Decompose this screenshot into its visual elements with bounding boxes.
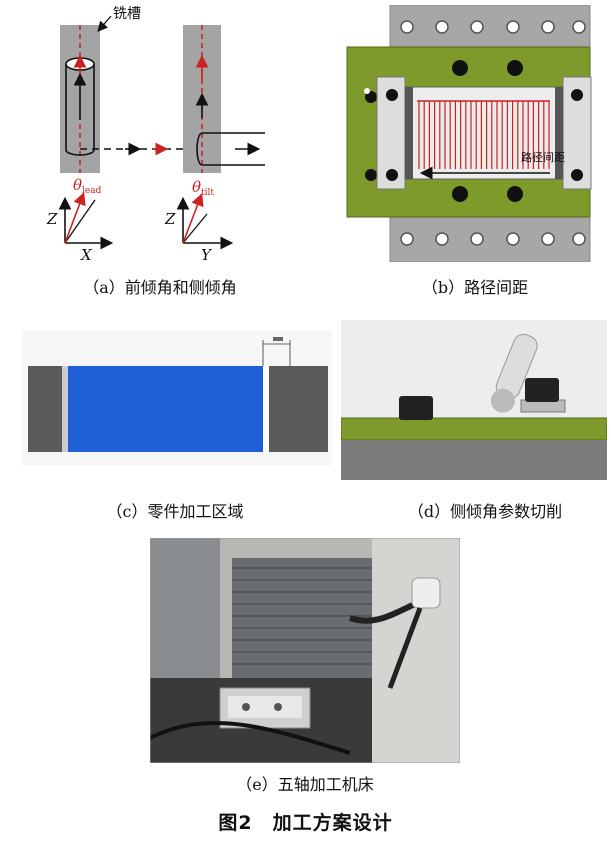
- theta-lead-symbol: θlead: [73, 176, 102, 196]
- axis-z-label-2: Z: [164, 210, 176, 228]
- axis-x-label: X: [80, 246, 93, 262]
- clamp-block-left: [399, 396, 433, 420]
- panel-e-machine-photo: [150, 538, 460, 763]
- panel-d-tilt-cutting: [341, 320, 607, 480]
- vertical-tool-cylinder: [65, 54, 95, 156]
- caption-b: （b）路径间距: [421, 278, 529, 297]
- theta-tilt-symbol: θtilt: [192, 178, 214, 198]
- path-spacing-label: 路径间距: [521, 151, 565, 164]
- caption-d: （d）侧倾角参数切削: [407, 502, 563, 521]
- blue-machining-region: [68, 366, 263, 452]
- figure-title: 图2 加工方案设计: [218, 812, 393, 834]
- panel-c-machining-region: [22, 330, 332, 465]
- groove-label: 铣槽: [113, 6, 141, 22]
- clamp-block-right: [525, 378, 559, 402]
- panel-b-path-spacing: 路径间距: [346, 5, 592, 262]
- axis-z-label-1: Z: [46, 210, 58, 228]
- caption-c: （c）零件加工区域: [106, 502, 244, 521]
- workpiece: [404, 86, 564, 180]
- caption-a: （a）前倾角和侧倾角: [83, 278, 237, 297]
- horizontal-tool-cylinder: [196, 132, 265, 166]
- axes-zy: Z Y θtilt: [164, 178, 234, 262]
- caption-e: （e）五轴加工机床: [236, 775, 374, 794]
- tilted-tool: [490, 333, 538, 413]
- red-toolpath-lines: [418, 101, 550, 169]
- panel-a-lead-tilt-diagram: 铣槽 Z X θlead Z Y θtilt: [46, 6, 265, 262]
- axes-zx: Z X θlead: [46, 176, 114, 262]
- axis-y-label: Y: [201, 246, 213, 262]
